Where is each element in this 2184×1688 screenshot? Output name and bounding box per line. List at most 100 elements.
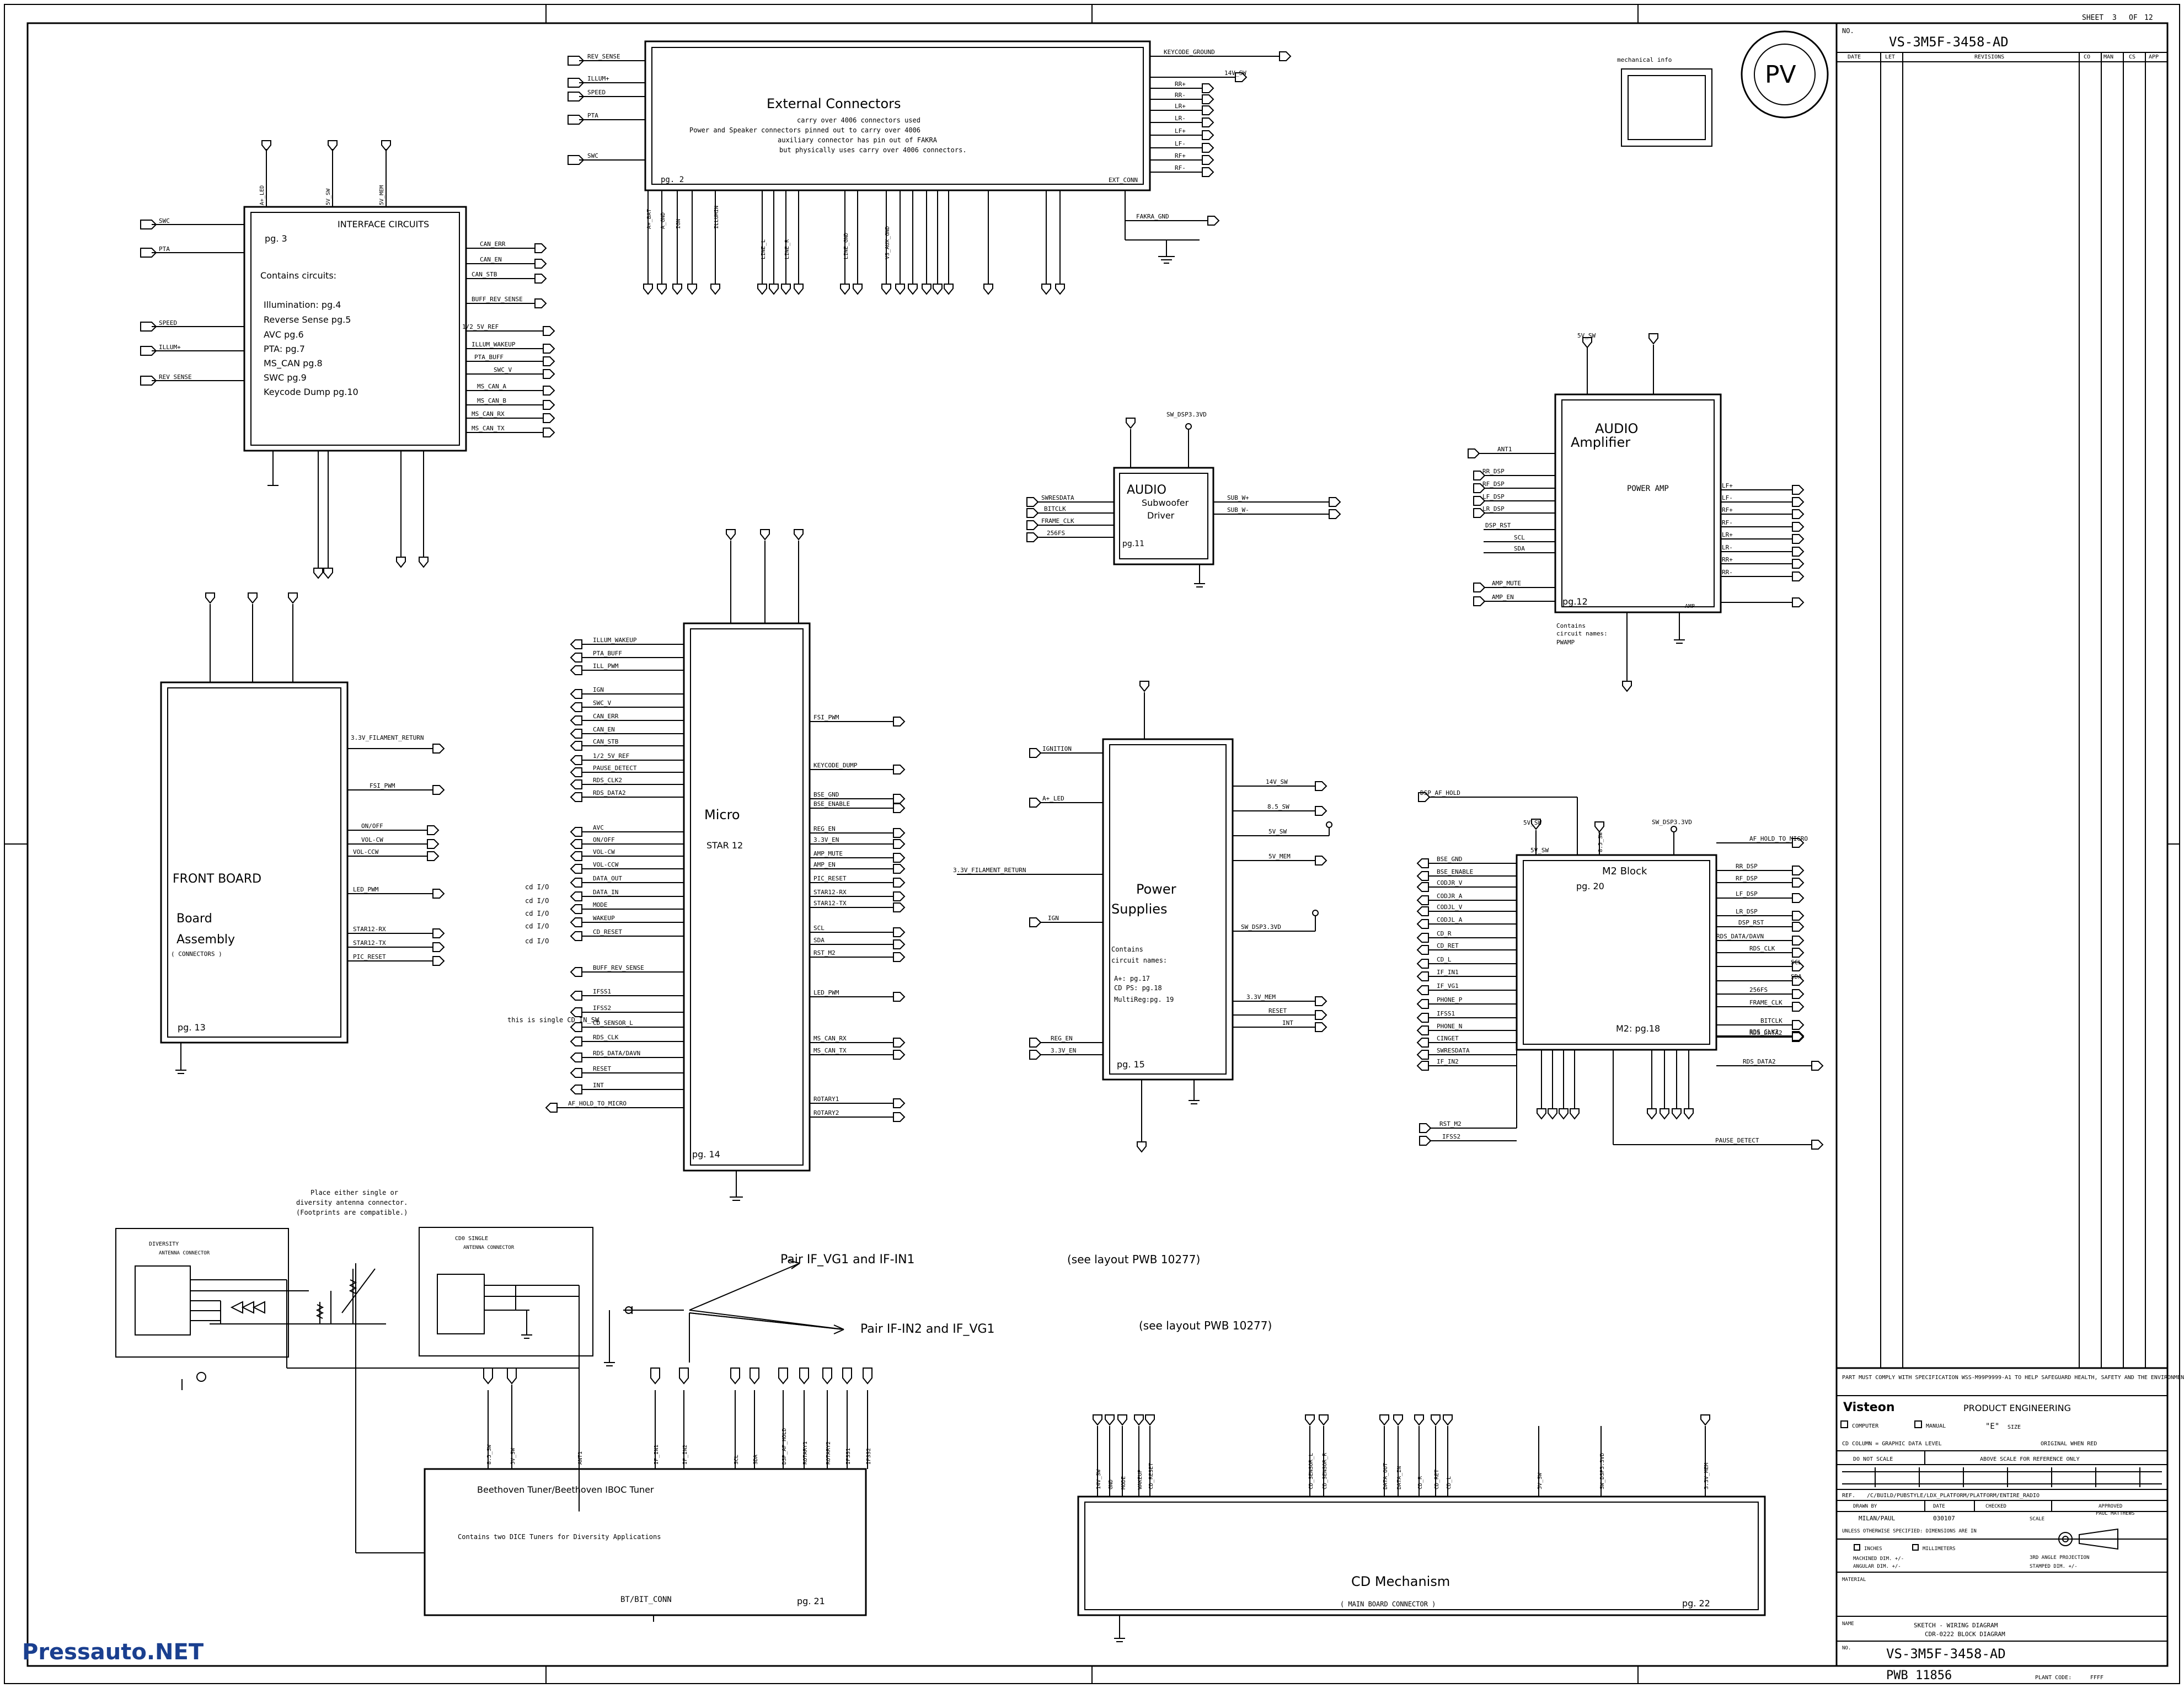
- pwr-out-33v-mem: 3.3V_MEM: [1246, 993, 1276, 1001]
- sub-title-1: AUDIO: [1127, 483, 1166, 497]
- tuner-pin-7: DSP_AF_HOLD: [781, 1428, 788, 1465]
- m2-out-5: DSP_RST: [1738, 919, 1764, 926]
- pwr-out-5v-mem: 5V_MEM: [1268, 853, 1291, 860]
- millimeters-checkbox: [1912, 1544, 1919, 1551]
- front-board-block: FRONT BOARD Board Assembly ( CONNECTORS …: [160, 681, 349, 1044]
- front-line-4: ( CONNECTORS ): [171, 950, 222, 958]
- cd-pin-11: CD_L: [1446, 1476, 1452, 1489]
- rev-header-revisions: REVISIONS: [1974, 54, 2004, 60]
- micro-page: pg. 14: [692, 1149, 720, 1160]
- micro-out-12: SDA: [813, 937, 825, 944]
- m2-in-16: IF_IN2: [1437, 1058, 1459, 1065]
- interface-right-signals: [466, 243, 555, 437]
- micro-cd-io-3: cd I/O: [525, 910, 549, 917]
- cd-wires: [1093, 1414, 1710, 1642]
- ext-sig-lr-minus: LR-: [1175, 115, 1186, 122]
- m2-in-15: SWRESDATA: [1437, 1047, 1470, 1054]
- power-supplies-block: Power Supplies Contains circuit names: A…: [1102, 738, 1234, 1081]
- m2-in-12: IFSS1: [1437, 1010, 1455, 1017]
- projection-label: 3RD ANGLE PROJECTION: [2030, 1555, 2089, 1561]
- if-in-speed: SPEED: [159, 319, 177, 327]
- subwoofer-wires: [1026, 418, 1341, 587]
- compliance-note: PART MUST COMPLY WITH SPECIFICATION WSS-…: [1842, 1375, 2184, 1381]
- micro-out-13: RST_M2: [813, 949, 836, 957]
- m2-ext-dsp-af-hold: DSP_AF_HOLD: [1420, 789, 1460, 797]
- plant-code-label: PLANT CODE:: [2035, 1675, 2071, 1681]
- pwr-out-14v: 14V_SW: [1266, 778, 1288, 786]
- micro-sub: STAR 12: [706, 840, 743, 851]
- micro-in-28: INT: [593, 1082, 604, 1089]
- interface-left-signals: [140, 140, 429, 579]
- micro-in-12: AVC: [593, 824, 604, 831]
- front-sig-star12-rx: STAR12-RX: [353, 926, 386, 933]
- m2-block: M2 Block pg. 20 M2: pg.18: [1516, 854, 1717, 1051]
- drawing-number-top: VS-3M5F-3458-AD: [1889, 34, 2009, 50]
- m2-out-11: FRAME_CLK: [1749, 999, 1782, 1006]
- amp-note-2: circuit names:: [1556, 630, 1608, 637]
- external-left-signals: [568, 56, 645, 165]
- micro-left-labels: ILLUM_WAKEUPPTA_BUFFILL_PWMIGNSWC_VCAN_E…: [568, 637, 644, 1107]
- cd-pin-10: CD_RET: [1434, 1470, 1440, 1489]
- ref-path: /C/BUILD/PUBSTYLE/LDX_PLATFORM/PLATFORM/…: [1867, 1493, 2040, 1499]
- micro-cd-io-4: cd I/O: [525, 922, 549, 930]
- if-out-ms-can-a: MS_CAN_A: [477, 383, 506, 390]
- if-out-pta-buff: PTA_BUFF: [474, 354, 504, 361]
- angular-dim: ANGULAR DIM. +/-: [1853, 1564, 1901, 1569]
- m2-top-85-sw: 8.5_SW: [1598, 832, 1604, 852]
- sub-title-2: Subwoofer: [1142, 498, 1189, 508]
- sheet-label: SHEET: [2082, 14, 2103, 22]
- m2-ext-rds-data2: RDS_DATA2: [1743, 1058, 1776, 1065]
- do-not-scale: DO NOT SCALE: [1853, 1456, 1893, 1462]
- ext-pin-a-gnd: A_GND: [660, 212, 666, 229]
- cd-mechanism-block: CD Mechanism ( MAIN BOARD CONNECTOR ) pg…: [1077, 1495, 1766, 1616]
- micro-in-27: RESET: [593, 1065, 611, 1072]
- m2-top-sw-dsp: SW_DSP3.3VD: [1652, 819, 1692, 826]
- antenna-note-3: (Footprints are compatible.): [296, 1209, 408, 1216]
- size-label: SIZE: [2008, 1424, 2021, 1430]
- m2-out-0: AF_HOLD_TO_MICRO: [1749, 835, 1808, 842]
- approved-by: PAUL MATTHEWS: [2096, 1511, 2134, 1516]
- interface-title: INTERFACE CIRCUITS: [338, 219, 429, 229]
- interface-line-2: Reverse Sense pg.5: [264, 314, 351, 325]
- amp-in-ant1: ANT1: [1497, 446, 1512, 453]
- sub-title-3: Driver: [1147, 510, 1175, 521]
- micro-out-9: STAR12-RX: [813, 889, 847, 896]
- amp-top-5v: 5V_SW: [1577, 332, 1596, 339]
- sub-in-bitclk: BITCLK: [1044, 505, 1066, 512]
- tuner-pin-9: ROTARY2: [826, 1441, 832, 1465]
- m2-ext-ifss2: IFSS2: [1442, 1133, 1460, 1140]
- no-label-bottom: NO.: [1842, 1646, 1851, 1651]
- sub-page: pg.11: [1122, 539, 1144, 548]
- rev-header-app: APP: [2149, 54, 2159, 60]
- if-out-illum-wakeup: ILLUM_WAKEUP: [472, 341, 516, 348]
- amp-out-rf-plus: RF+: [1722, 506, 1733, 514]
- amp-out-rr-minus: RR-: [1722, 569, 1733, 576]
- micro-in-2: ILL_PWM: [593, 663, 619, 670]
- micro-in-29: AF_HOLD_TO_MICRO: [568, 1100, 627, 1107]
- micro-out-4: REG_EN: [813, 825, 836, 832]
- ext-sig-lf-minus: LF-: [1175, 140, 1186, 147]
- amp-page: pg.12: [1562, 596, 1588, 607]
- drawn-by: MILAN/PAUL: [1859, 1515, 1896, 1522]
- sketch-title: SKETCH - WIRING DIAGRAM: [1914, 1622, 1998, 1629]
- sub-in-256fs: 256FS: [1047, 530, 1065, 537]
- micro-out-6: AMP_MUTE: [813, 850, 843, 857]
- m2-wires: [1416, 838, 1805, 1120]
- amplifier-block: AUDIO Amplifier POWER AMP pg.12 AMP Cont…: [1554, 393, 1722, 646]
- front-sig-vol-ccw: VOL-CCW: [353, 848, 379, 856]
- micro-in-0: ILLUM_WAKEUP: [593, 637, 637, 644]
- name-label: NAME: [1842, 1621, 1854, 1627]
- power-title-1: Power: [1136, 882, 1176, 897]
- amp-note-1: Contains: [1556, 622, 1586, 629]
- micro-in-7: CAN_STB: [593, 738, 619, 745]
- layout-label-2: (see layout PWB 10277): [1139, 1319, 1272, 1332]
- ext-sig-14v-sw: 14V_SW: [1224, 70, 1246, 77]
- external-note-4: but physically uses carry over 4006 conn…: [779, 146, 967, 154]
- scale-bar: [1842, 1467, 2162, 1487]
- micro-in-14: VOL-CW: [593, 848, 615, 856]
- power-note-6: MultiReg:pg. 19: [1114, 996, 1174, 1003]
- antenna-wires: [181, 1260, 844, 1553]
- tuner-pin-2: ANT1: [577, 1451, 584, 1465]
